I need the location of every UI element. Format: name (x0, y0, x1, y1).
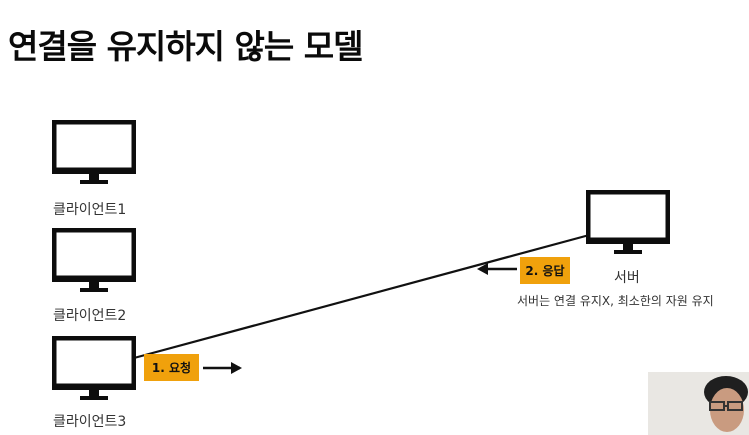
presenter-video (648, 372, 749, 435)
connection-line (133, 232, 594, 360)
client3-monitor-icon (52, 336, 136, 400)
page-title: 연결을 유지하지 않는 모델 (8, 27, 363, 66)
response-badge: 2. 응답 (520, 257, 570, 284)
client2-monitor-icon (52, 228, 136, 292)
client3-label: 클라이언트3 (53, 414, 127, 430)
client1-monitor-icon (52, 120, 136, 184)
presenter-avatar (648, 372, 749, 435)
arrow-left-icon (477, 263, 517, 275)
server-label: 서버 (614, 270, 640, 286)
server-monitor-icon (586, 190, 670, 254)
arrow-right-icon (203, 362, 242, 374)
server-note: 서버는 연결 유지X, 최소한의 자원 유지 (517, 294, 714, 308)
request-badge: 1. 요청 (144, 354, 199, 381)
client2-label: 클라이언트2 (53, 308, 127, 324)
client1-label: 클라이언트1 (53, 202, 127, 218)
